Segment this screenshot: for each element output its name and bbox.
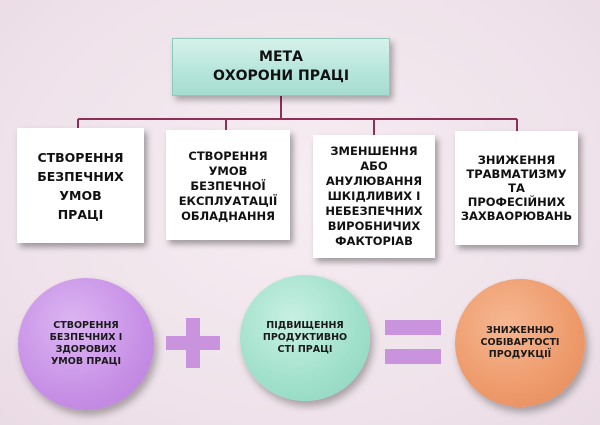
sub-goal-3-line-3: АНУЛЮВАННЯ <box>325 174 423 188</box>
term-2-line-1: ПІДВИЩЕННЯ <box>266 320 344 331</box>
sub-goal-2-line-3: БЕЗПЕЧНОЇ <box>190 178 266 193</box>
sub-goal-4-line-3: ТА ПРОФЕСІЙНИХ <box>467 181 566 209</box>
sub-goal-2-line-4: ЕКСПЛУАТАЦІЇ <box>178 193 278 208</box>
sub-goal-4-line-2: ТРАВМАТИЗМУ <box>466 167 567 181</box>
sub-goal-2-line-5: ОБЛАДНАННЯ <box>181 208 275 223</box>
plus-sign-icon <box>166 318 220 368</box>
term-1-line-2: БЕЗПЕЧНИХ І <box>49 332 123 343</box>
equation-result-circle: ЗНИЖЕННЮ СОБІВАРТОСТІ ПРОДУКЦІЇ <box>455 279 585 407</box>
sub-goal-1-line-3: УМОВ <box>59 187 102 203</box>
result-line-3: ПРОДУКЦІЇ <box>488 349 552 360</box>
equals-sign-icon <box>385 320 441 364</box>
goal-box: МЕТА ОХОРОНИ ПРАЦІ <box>172 38 390 96</box>
sub-goal-3-line-7: ФАКТОРІАВ <box>335 234 413 248</box>
sub-goal-3-line-5: НЕБЕЗПЕЧНИХ <box>325 204 423 218</box>
result-line-2: СОБІВАРТОСТІ <box>480 337 560 348</box>
goal-line-1: МЕТА <box>259 49 303 65</box>
result-line-1: ЗНИЖЕННЮ <box>486 325 554 336</box>
sub-goal-box-3: ЗМЕНШЕННЯ АБО АНУЛЮВАННЯ ШКІДЛИВИХ І НЕБ… <box>313 135 435 258</box>
term-2-line-2: ПРОДУКТИВНО <box>262 332 348 343</box>
term-1-line-3: ЗДОРОВИХ <box>55 344 117 355</box>
equation-term-1-circle: СТВОРЕННЯ БЕЗПЕЧНИХ І ЗДОРОВИХ УМОВ ПРАЦ… <box>18 278 154 410</box>
sub-goal-box-1: СТВОРЕННЯ БЕЗПЕЧНИХ УМОВ ПРАЦІ <box>17 128 144 243</box>
sub-goal-4-line-1: ЗНИЖЕННЯ <box>477 153 556 167</box>
goal-line-2: ОХОРОНИ ПРАЦІ <box>212 68 350 84</box>
term-2-line-3: СТІ ПРАЦІ <box>277 344 333 355</box>
sub-goal-1-line-2: БЕЗПЕЧНИХ <box>37 168 124 184</box>
term-1-line-1: СТВОРЕННЯ <box>53 320 119 331</box>
sub-goal-1-line-1: СТВОРЕННЯ <box>37 149 124 165</box>
sub-goal-2-line-2: УМОВ <box>208 163 248 178</box>
sub-goal-4-line-4: ЗАХВАОРЮВАНЬ <box>460 209 573 223</box>
sub-goal-3-line-2: АБО <box>360 159 388 173</box>
sub-goal-3-line-4: ШКІДЛИВИХ І <box>327 189 421 203</box>
sub-goal-3-line-6: ВИРОБНИЧИХ <box>327 219 421 233</box>
sub-goal-3-line-1: ЗМЕНШЕННЯ <box>330 144 418 158</box>
sub-goal-box-4: ЗНИЖЕННЯ ТРАВМАТИЗМУ ТА ПРОФЕСІЙНИХ ЗАХВ… <box>455 131 578 245</box>
equation-term-2-circle: ПІДВИЩЕННЯ ПРОДУКТИВНО СТІ ПРАЦІ <box>240 275 370 401</box>
term-1-line-4: УМОВ ПРАЦІ <box>50 356 122 367</box>
sub-goal-box-2: СТВОРЕННЯ УМОВ БЕЗПЕЧНОЇ ЕКСПЛУАТАЦІЇ ОБ… <box>166 130 290 240</box>
sub-goal-1-line-4: ПРАЦІ <box>57 206 104 222</box>
sub-goal-2-line-1: СТВОРЕННЯ <box>188 148 268 163</box>
